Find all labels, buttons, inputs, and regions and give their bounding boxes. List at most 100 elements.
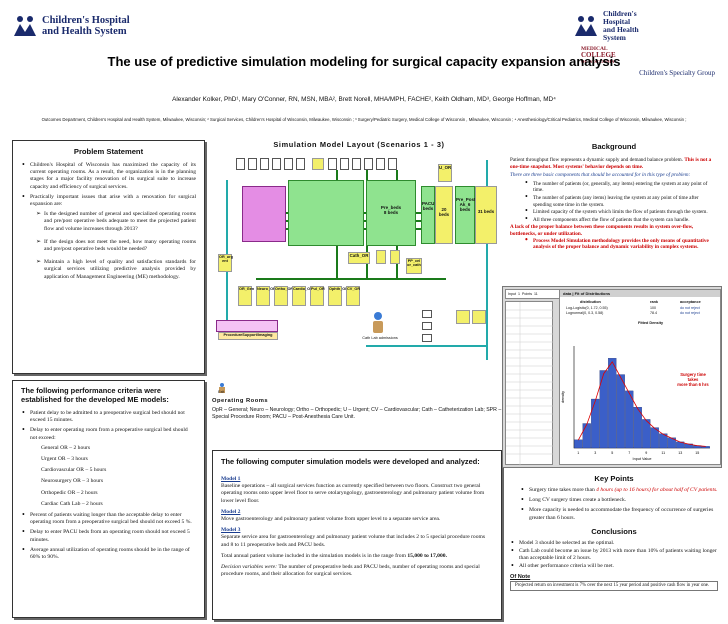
background-p2: There are three basic components that sh… [510, 172, 691, 179]
dist-tab[interactable]: Points [522, 292, 532, 296]
criteria-bullet: Delay to enter PACU beds from an operati… [21, 528, 196, 543]
model-3-text: Separate service area for gastroenterolo… [221, 534, 486, 548]
legend-title: Operating Rooms [212, 398, 269, 404]
children-logo-icon [14, 16, 36, 36]
density-bar [582, 423, 591, 449]
logo-left-line2: and Health System [42, 26, 127, 37]
model-2-text: Move gastroenterology and pulmonary pati… [221, 516, 441, 523]
x-tick-label: 13 [678, 451, 682, 455]
dist-tab[interactable]: 1 [518, 292, 520, 296]
density-bar [616, 374, 625, 449]
keypoints-panel: Key Points Surgery time takes more than … [506, 474, 722, 620]
or-box: CV_OR [346, 286, 360, 306]
college-line2: COLLEGE [581, 51, 616, 59]
legend-text: OpR – General; Neuro – Neurology; Ortho … [212, 407, 502, 420]
criteria-title: The following performance criteria were … [21, 386, 169, 404]
dist-result-window: data | Fit of Distributions distribution… [559, 289, 721, 465]
affiliations: Outcomes Department, Children's Hospital… [41, 117, 687, 122]
patient-figure-icon [373, 312, 383, 333]
dist-row-rank: 78.4 [650, 311, 657, 315]
keypoints-title: Key Points [594, 474, 634, 483]
model-3-title: Model 3 [221, 527, 241, 534]
x-tick-label: 11 [661, 451, 665, 455]
layout-legend: Operating Rooms OpR – General; Neuro – N… [212, 398, 502, 421]
problem-title: Problem Statement [73, 147, 144, 156]
dist-tabs: Input 1 Points 11 [505, 289, 563, 299]
models-panel: The following computer simulation models… [212, 450, 502, 620]
dist-table-grid [506, 302, 554, 466]
college-line3: OF WISCONSIN [581, 59, 615, 64]
college-line1: MEDICAL [581, 46, 608, 52]
chart-annotation: Surgery time takes more than 6 hrs [677, 372, 709, 387]
background-item: The number of patients (or, generally, a… [524, 180, 718, 194]
density-bar [650, 427, 659, 449]
or-box: Ophth_OR [328, 286, 348, 306]
x-tick-label: 15 [695, 451, 699, 455]
background-item: Limited capacity of the system which lim… [524, 208, 718, 216]
density-bar [591, 398, 600, 449]
x-tick-label: 5 [611, 451, 613, 455]
criteria-room: General OR – 2 hours [41, 444, 91, 451]
logo-right-line1: Children's Hospital [603, 9, 637, 26]
criteria-room: Cardiac Cath Lab – 2 hours [41, 500, 103, 507]
background-item: The number of patients (any items) leavi… [524, 194, 718, 208]
pp-cath-room: PP_cel or_cath [406, 258, 422, 274]
criteria-bullet: Delay to enter operating room from a pre… [21, 426, 196, 441]
roi-title: Of Note [510, 573, 531, 580]
problem-bullet: Practically important issues that arise … [21, 193, 196, 208]
criteria-room: Orthopedic OR – 2 hours [41, 489, 98, 496]
pre-beds-area-2: Pre_beds 8 beds [366, 180, 416, 246]
dist-col-header: acceptance [680, 300, 701, 304]
u-or-room: U_OR [438, 164, 452, 182]
density-bar [701, 446, 710, 449]
density-bar [608, 358, 617, 449]
problem-bullet: Children's Hospital of Wisconsin has max… [21, 161, 196, 191]
pre-post-count: 31 beds [475, 186, 497, 244]
authors: Alexander Kolker, PhD¹, Mary O'Conner, R… [172, 96, 556, 103]
logo-left: Children's Hospital and Health System [12, 14, 130, 38]
cath-or-room: Cath_OR [348, 252, 370, 264]
conclusions-title: Conclusions [591, 526, 637, 536]
or-urgent-room: OR_urg ent [218, 254, 233, 272]
problem-sub-bullet: Maintain a high level of quality and sat… [35, 259, 196, 281]
density-bar [633, 407, 642, 449]
x-tick-label: 3 [594, 451, 596, 455]
exit-label: Exit [218, 390, 225, 394]
dist-tab[interactable]: Input [508, 292, 516, 296]
x-tick-label: 9 [645, 451, 647, 455]
volume-text: Total annual patient volume included in … [221, 552, 447, 559]
dist-row-acc: do not reject [680, 306, 700, 310]
density-bar [574, 439, 583, 449]
background-p3: A lack of the proper balance between the… [510, 224, 694, 237]
density-bar [642, 419, 651, 449]
chart-title: Fitted Density [638, 321, 664, 325]
or-box: Neuro_OR [256, 286, 276, 306]
conclusion-bullet: Model 3 should be selected as the optima… [510, 539, 718, 547]
criteria-panel: The following performance criteria were … [12, 380, 205, 618]
model-1-text: Baseline operations – all surgical servi… [221, 483, 485, 504]
criteria-bullet: Patient delay to be admitted to a preope… [21, 409, 196, 424]
background-title: Background [591, 142, 637, 151]
dist-row-rank: 100 [650, 306, 656, 310]
dist-row-name[interactable]: Log-Logistic(0, 1.72, 0.55) [566, 306, 650, 310]
pacu-count: 20 beds [435, 186, 453, 244]
or-box: OR_Gen [238, 286, 254, 306]
dist-row-name[interactable]: Lognormal(0, 0.3, 0.58) [566, 311, 604, 315]
distribution-fit-window: Input 1 Points 11 data | Fit of Distribu… [502, 286, 722, 468]
dist-tab[interactable]: 11 [534, 292, 538, 296]
criteria-room: Neurosurgery OR – 3 hours [41, 478, 104, 485]
criteria-room: Urgent OR – 3 hours [41, 456, 88, 463]
problem-sub-bullet: If the design does not meet the need, ho… [35, 239, 196, 253]
model-1-title: Model 1 [221, 476, 241, 482]
poster-title: The use of predictive simulation modelin… [107, 54, 621, 69]
exit-figure-icon [219, 383, 225, 393]
density-bar [625, 390, 634, 449]
cath-admissions-label: Cath Lab admissions [356, 336, 404, 344]
roi-text: Projected return on investment is 7% ove… [510, 580, 718, 591]
or-box: Ortho_OR [274, 286, 293, 306]
layout-title: Simulation Model Layout (Scenarios 1 - 3… [273, 140, 445, 149]
or-box: Pul_OR [310, 286, 325, 306]
decision-text: Decision variables were: The number of p… [221, 564, 480, 578]
logo-left-line1: Children's Hospital [42, 15, 130, 26]
